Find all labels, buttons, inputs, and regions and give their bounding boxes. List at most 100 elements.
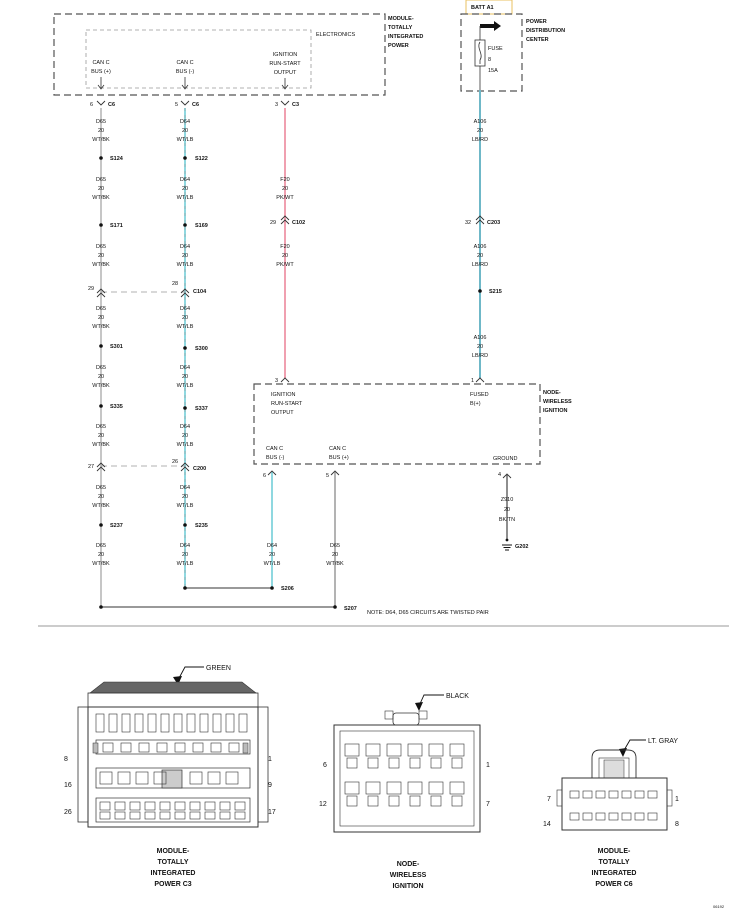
splice-dots — [99, 156, 482, 609]
svg-text:1: 1 — [268, 756, 272, 763]
svg-text:WT/LB: WT/LB — [177, 442, 194, 448]
svg-text:FUSE: FUSE — [488, 46, 503, 52]
connector-cavity — [621, 790, 632, 799]
tipm-electronics-label: ELECTRONICS — [316, 32, 355, 38]
svg-text:WT/BK: WT/BK — [92, 137, 110, 143]
c3-cavities — [95, 713, 248, 820]
svg-text:D64: D64 — [180, 365, 190, 371]
svg-text:F20: F20 — [280, 244, 289, 250]
svg-text:16: 16 — [64, 782, 72, 789]
svg-text:9: 9 — [268, 782, 272, 789]
batt-label: BATT A1 — [471, 5, 494, 11]
svg-text:D65: D65 — [96, 306, 106, 312]
svg-text:S215: S215 — [489, 289, 502, 295]
svg-text:WT/BK: WT/BK — [92, 324, 110, 330]
connector-cavity — [159, 801, 171, 811]
svg-text:5: 5 — [175, 102, 178, 108]
connector-cavity — [407, 781, 423, 795]
c6-leader-icon — [622, 739, 646, 753]
connector-cavity — [634, 812, 645, 821]
svg-text:B(+): B(+) — [470, 401, 481, 407]
svg-text:20: 20 — [98, 253, 104, 259]
svg-text:WT/LB: WT/LB — [264, 561, 281, 567]
svg-text:CAN C: CAN C — [92, 60, 109, 66]
connector-cavity — [344, 743, 360, 757]
svg-text:D64: D64 — [180, 485, 190, 491]
connector-cavity — [114, 811, 126, 820]
connector-cavity — [204, 811, 216, 820]
connector-cavity — [634, 790, 645, 799]
svg-text:WT/BK: WT/BK — [92, 442, 110, 448]
svg-text:D64: D64 — [180, 543, 190, 549]
connector-cavity — [367, 757, 379, 769]
svg-text:MODULE-: MODULE- — [598, 848, 631, 855]
svg-text:20: 20 — [182, 315, 188, 321]
c6-cavities — [569, 790, 658, 821]
svg-text:D65: D65 — [96, 424, 106, 430]
svg-text:OUTPUT: OUTPUT — [274, 70, 297, 76]
svg-text:TOTALLY: TOTALLY — [388, 25, 413, 31]
connector-cavity — [134, 713, 144, 733]
svg-text:29: 29 — [270, 220, 276, 226]
svg-text:IGNITION: IGNITION — [543, 408, 567, 414]
connector-cavity — [120, 742, 132, 753]
svg-text:20: 20 — [98, 186, 104, 192]
svg-text:INTEGRATED: INTEGRATED — [388, 34, 423, 40]
c6-caption: MODULE- TOTALLY INTEGRATED POWER C6 — [592, 848, 637, 888]
svg-text:D65: D65 — [96, 365, 106, 371]
svg-text:WT/LB: WT/LB — [177, 503, 194, 509]
svg-text:S335: S335 — [110, 404, 123, 410]
connector-cavity — [144, 811, 156, 820]
svg-text:12: 12 — [319, 801, 327, 808]
svg-text:CENTER: CENTER — [526, 37, 549, 43]
figure-id: 06192 — [713, 904, 725, 909]
svg-text:G202: G202 — [515, 544, 528, 550]
svg-text:20: 20 — [98, 374, 104, 380]
connector-cavity — [430, 795, 442, 807]
connector-cavity — [388, 795, 400, 807]
svg-text:WT/BK: WT/BK — [92, 561, 110, 567]
connector-cavity — [102, 742, 114, 753]
svg-text:20: 20 — [332, 552, 338, 558]
svg-text:LB/RD: LB/RD — [472, 262, 488, 268]
connector-cavity — [365, 743, 381, 757]
connector-cavity — [234, 811, 246, 820]
svg-text:20: 20 — [182, 374, 188, 380]
svg-text:BUS (+): BUS (+) — [329, 455, 349, 461]
svg-text:D64: D64 — [180, 119, 190, 125]
connector-cavity — [225, 771, 239, 785]
svg-text:8: 8 — [488, 57, 491, 63]
svg-text:BUS (-): BUS (-) — [176, 69, 195, 75]
batt-arrow-icon — [480, 21, 501, 31]
svg-text:POWER: POWER — [526, 19, 547, 25]
tipm-pin-labels: CAN C BUS (+) CAN C BUS (-) IGNITION RUN… — [91, 52, 301, 76]
svg-text:CAN C: CAN C — [176, 60, 193, 66]
svg-text:GREEN: GREEN — [206, 665, 231, 672]
connector-cavity — [595, 812, 606, 821]
wireless-ignition-box — [253, 383, 541, 465]
connector-cavity — [608, 790, 619, 799]
fuse-label: FUSE 8 15A — [488, 46, 503, 74]
connector-cavity — [344, 781, 360, 795]
svg-text:7: 7 — [547, 796, 551, 803]
connector-cavity — [238, 713, 248, 733]
svg-text:NODE-: NODE- — [543, 390, 561, 396]
pdc-box — [460, 13, 523, 92]
svg-text:WIRELESS: WIRELESS — [543, 399, 572, 405]
connector-cavity — [186, 713, 196, 733]
connector-cavity — [99, 811, 111, 820]
svg-text:S237: S237 — [110, 523, 123, 529]
connector-cavity — [99, 801, 111, 811]
svg-text:GROUND: GROUND — [493, 456, 517, 462]
svg-text:IGNITION: IGNITION — [273, 52, 297, 58]
connector-cavity — [174, 742, 186, 753]
svg-text:26: 26 — [172, 459, 178, 465]
svg-text:1: 1 — [486, 762, 490, 769]
connector-cavity — [129, 811, 141, 820]
connector-cavity — [173, 713, 183, 733]
tipm-name: MODULE- TOTALLY INTEGRATED POWER — [388, 16, 423, 49]
svg-text:C104: C104 — [193, 289, 207, 295]
svg-text:S124: S124 — [110, 156, 124, 162]
